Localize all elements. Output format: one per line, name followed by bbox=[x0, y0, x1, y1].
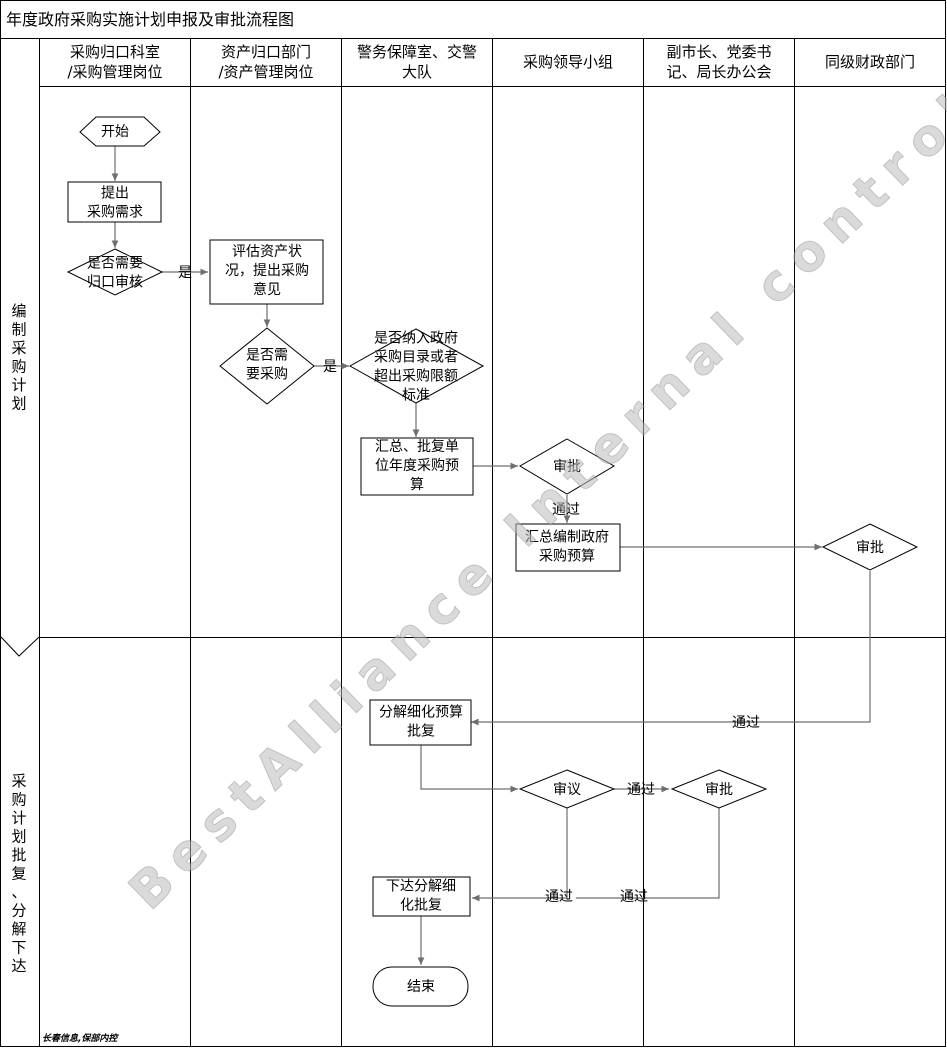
phase-label-phase2: 分 bbox=[11, 902, 26, 920]
compile-label: 汇总编制政府 bbox=[525, 530, 609, 546]
footnote: 长春信息,保部内控 bbox=[42, 1033, 119, 1044]
propose-node bbox=[67, 181, 162, 223]
issue-label: 化批复 bbox=[400, 897, 442, 914]
catalog-label: 是否纳入政府 bbox=[374, 331, 458, 347]
approve-finance-node bbox=[821, 523, 919, 571]
issue-label: 下达分解细 bbox=[386, 879, 456, 895]
page-title: 年度政府采购实施计划申报及审批流程图 bbox=[6, 10, 294, 29]
deliberate-node bbox=[518, 769, 616, 809]
edge-approve2-issue bbox=[576, 808, 720, 899]
lane-header-lane4: 采购领导小组 bbox=[523, 53, 613, 71]
phase-label-phase2: 下 bbox=[11, 939, 26, 957]
phase-label-phase1: 编 bbox=[11, 302, 26, 320]
compile-node bbox=[515, 523, 621, 572]
catalog-node bbox=[348, 328, 485, 404]
phase-label-phase2: 采 bbox=[11, 772, 26, 790]
connectors bbox=[111, 146, 871, 965]
edge-label-pass: 通过 bbox=[545, 889, 573, 905]
assess-label: 评估资产状 bbox=[232, 244, 302, 260]
need-review-label: 归口审核 bbox=[87, 274, 143, 291]
phase-label-phase1: 计 bbox=[11, 376, 26, 394]
decompose-node bbox=[369, 699, 472, 746]
catalog-label: 超出采购限额 bbox=[374, 369, 458, 385]
summarize-label: 位年度采购预 bbox=[375, 458, 459, 474]
summarize-node bbox=[360, 437, 474, 496]
edge-label-pass: 通过 bbox=[620, 889, 648, 905]
summarize-label: 汇总、批复单 bbox=[375, 438, 459, 455]
phase-label-phase2: 解 bbox=[11, 920, 26, 938]
deliberate-label: 审议 bbox=[553, 782, 581, 798]
edge-labels: 是 是 通过 通过 通过 通过 通过 bbox=[178, 265, 760, 905]
lane-header-lane5: 副市长、党委书 bbox=[666, 43, 771, 61]
decompose-label: 分解细化预算 bbox=[379, 705, 463, 721]
lane-header-lane2: 资产归口部门 bbox=[221, 43, 311, 61]
lane-header-lane1: 采购归口科室 bbox=[70, 43, 160, 61]
lane-header-lane3: 大队 bbox=[402, 63, 432, 81]
phase-label-phase2: 购 bbox=[11, 791, 26, 809]
nodes bbox=[66, 116, 919, 1007]
edge-finance-decompose bbox=[471, 571, 871, 726]
catalog-label: 采购目录或者 bbox=[374, 350, 458, 366]
approve-1-node bbox=[519, 438, 615, 495]
phase-label-phase2: 、 bbox=[11, 883, 26, 901]
phase-label-phase2: 达 bbox=[11, 957, 26, 975]
approve-finance-label: 审批 bbox=[856, 540, 884, 556]
need-purchase-label: 是否需 bbox=[246, 348, 288, 364]
propose-label: 采购需求 bbox=[87, 205, 143, 221]
start-label: 开始 bbox=[101, 124, 129, 140]
assess-label: 况，提出采购 bbox=[225, 263, 309, 279]
compile-label: 采购预算 bbox=[539, 549, 595, 565]
need-review-node bbox=[66, 248, 164, 296]
approve-2-label: 审批 bbox=[705, 782, 733, 798]
edge-label-pass: 通过 bbox=[732, 715, 760, 731]
edge-deliberate-issue bbox=[472, 808, 568, 902]
end-node bbox=[372, 966, 469, 1007]
assess-label: 意见 bbox=[253, 281, 281, 298]
phase-label-phase1: 划 bbox=[11, 395, 26, 413]
issue-node bbox=[372, 876, 471, 917]
lane-header-lane5: 记、局长办公会 bbox=[666, 63, 771, 81]
phase-label-phase1: 制 bbox=[11, 321, 26, 339]
need-review-label: 是否需要 bbox=[87, 256, 143, 272]
propose-label: 提出 bbox=[101, 186, 129, 202]
decompose-label: 批复 bbox=[407, 723, 435, 740]
catalog-label: 标准 bbox=[402, 388, 430, 404]
phase-label-phase2: 复 bbox=[11, 865, 26, 883]
edge-label-yes: 是 bbox=[178, 265, 192, 281]
phase-label-phase1: 采 bbox=[11, 339, 26, 357]
assess-node bbox=[209, 239, 324, 305]
need-purchase-node bbox=[219, 327, 315, 405]
phase-label-phase2: 批 bbox=[11, 846, 26, 864]
phase-label-phase2: 划 bbox=[11, 828, 26, 846]
approve-1-label: 审批 bbox=[553, 459, 581, 475]
approve-2-node bbox=[670, 769, 768, 809]
edge-label-pass: 通过 bbox=[552, 502, 580, 518]
lane-header-lane3: 警务保障室、交警 bbox=[357, 43, 477, 61]
lane-header-lane2: /资产管理岗位 bbox=[218, 63, 313, 81]
start-node bbox=[79, 116, 161, 147]
summarize-label: 算 bbox=[410, 477, 424, 493]
edge-decompose-deliberate bbox=[420, 745, 518, 793]
edge-label-yes: 是 bbox=[323, 359, 337, 375]
phase-label-phase1: 购 bbox=[11, 358, 26, 376]
lane-header-lane6: 同级财政部门 bbox=[825, 53, 915, 71]
lane-header-lane1: /采购管理岗位 bbox=[67, 63, 162, 81]
need-purchase-label: 要采购 bbox=[246, 367, 288, 383]
end-label: 结束 bbox=[407, 979, 435, 995]
edge-label-pass: 通过 bbox=[627, 782, 655, 798]
phase-label-phase2: 计 bbox=[11, 809, 26, 827]
